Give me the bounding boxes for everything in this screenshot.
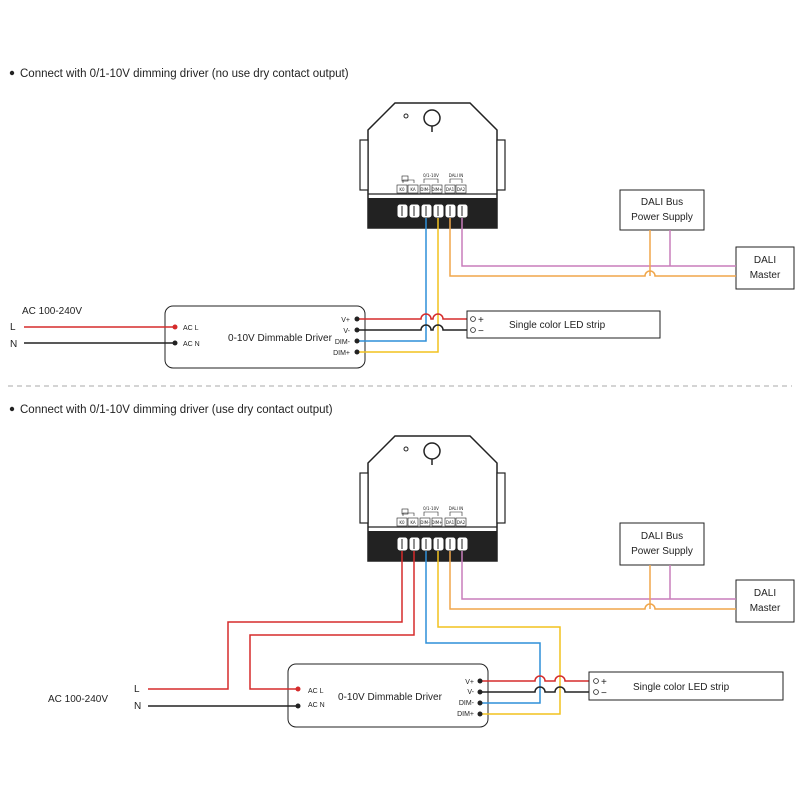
- dim-wires-1: [357, 218, 439, 353]
- output-wires-1: [357, 313, 470, 331]
- dali-power-line1: DALI Bus: [641, 531, 683, 542]
- terminal-da2: DA2: [457, 187, 466, 192]
- driver-2-vminus: V-: [467, 689, 474, 696]
- dali-power-supply-box: [619, 189, 705, 231]
- dali-master-line1: DALI: [754, 588, 776, 599]
- terminal-ka: KA: [410, 520, 416, 525]
- dim-wires-2: [425, 551, 561, 715]
- dali-power-line2: Power Supply: [631, 212, 693, 223]
- led-strip-1-minus: −: [478, 326, 484, 337]
- driver-1-title: 0-10V Dimmable Driver: [228, 333, 333, 344]
- bullet-icon: [9, 70, 15, 76]
- line-n-label-1: N: [10, 339, 17, 350]
- dali-wires-2: [449, 551, 736, 610]
- group-dim-label: 0/1-10V: [423, 173, 439, 178]
- led-strip-1-box: [466, 310, 661, 339]
- group-dali-label: DALI IN: [449, 506, 464, 511]
- terminal-da1: DA1: [446, 187, 455, 192]
- terminal-dim-minus: DIM-: [420, 520, 430, 525]
- dali-power-supply-box: [619, 522, 705, 566]
- dali-master-line2: Master: [750, 270, 781, 281]
- dali-master-box: [735, 246, 795, 290]
- driver-1-box: [164, 305, 366, 369]
- terminal-ka: KA: [410, 187, 416, 192]
- driver-2-dim-minus: DIM-: [459, 700, 475, 707]
- dali-master-line1: DALI: [754, 255, 776, 266]
- driver-2-box: [287, 663, 489, 728]
- led-strip-2-plus: +: [601, 677, 607, 688]
- line-l-label-2: L: [134, 684, 140, 695]
- ac-label-1: AC 100-240V: [22, 306, 82, 317]
- ac-label-2: AC 100-240V: [48, 694, 108, 705]
- dali-master-line2: Master: [750, 603, 781, 614]
- driver-1-vminus: V-: [343, 328, 350, 335]
- section-1: Connect with 0/1-10V dimming driver (no …: [9, 68, 795, 369]
- line-n-label-2: N: [134, 701, 141, 712]
- driver-2-title: 0-10V Dimmable Driver: [338, 692, 443, 703]
- driver-2-input-n: AC N: [308, 702, 325, 709]
- terminal-dim-plus: DIM+: [431, 520, 442, 525]
- driver-2-dim-plus: DIM+: [457, 711, 474, 718]
- led-strip-1-plus: +: [478, 315, 484, 326]
- terminal-k0: K0: [399, 520, 405, 525]
- driver-1-dim-minus: DIM-: [335, 339, 351, 346]
- terminal-da1: DA1: [446, 520, 455, 525]
- terminal-k0: K0: [399, 187, 405, 192]
- led-strip-2-box: [588, 671, 784, 701]
- led-strip-1-label: Single color LED strip: [509, 320, 606, 331]
- dali-power-line2: Power Supply: [631, 546, 693, 557]
- driver-1-dim-plus: DIM+: [333, 350, 350, 357]
- relay-icon: [401, 175, 409, 182]
- driver-1-input-l: AC L: [183, 325, 199, 332]
- terminal-da2: DA2: [457, 520, 466, 525]
- led-strip-2-label: Single color LED strip: [633, 682, 730, 693]
- line-l-label-1: L: [10, 322, 16, 333]
- dry-contact-wires: [148, 551, 415, 690]
- dali-power-line1: DALI Bus: [641, 197, 683, 208]
- led-strip-2-minus: −: [601, 688, 607, 699]
- section-2: Connect with 0/1-10V dimming driver (use…: [9, 404, 795, 728]
- driver-2-vplus: V+: [465, 679, 474, 686]
- relay-icon: [401, 508, 409, 515]
- controller-2: K0 KA DIM- DIM+ DA1 DA2 0/1-10V DALI IN: [359, 435, 506, 562]
- driver-1-input-n: AC N: [183, 341, 200, 348]
- output-wires-2: [480, 675, 592, 693]
- bullet-icon: [9, 406, 15, 412]
- section-1-heading: Connect with 0/1-10V dimming driver (no …: [20, 68, 349, 80]
- dali-wires-1: [449, 218, 736, 277]
- terminal-dim-minus: DIM-: [420, 187, 430, 192]
- driver-2-input-l: AC L: [308, 688, 324, 695]
- group-dali-label: DALI IN: [449, 173, 464, 178]
- section-2-heading: Connect with 0/1-10V dimming driver (use…: [20, 404, 333, 416]
- driver-1-vplus: V+: [341, 317, 350, 324]
- dali-master-box: [735, 579, 795, 623]
- controller-1: K0 KA DIM- DIM+ DA1 DA2 0/1-10V DALI IN: [359, 102, 506, 229]
- terminal-dim-plus: DIM+: [431, 187, 442, 192]
- group-dim-label: 0/1-10V: [423, 506, 439, 511]
